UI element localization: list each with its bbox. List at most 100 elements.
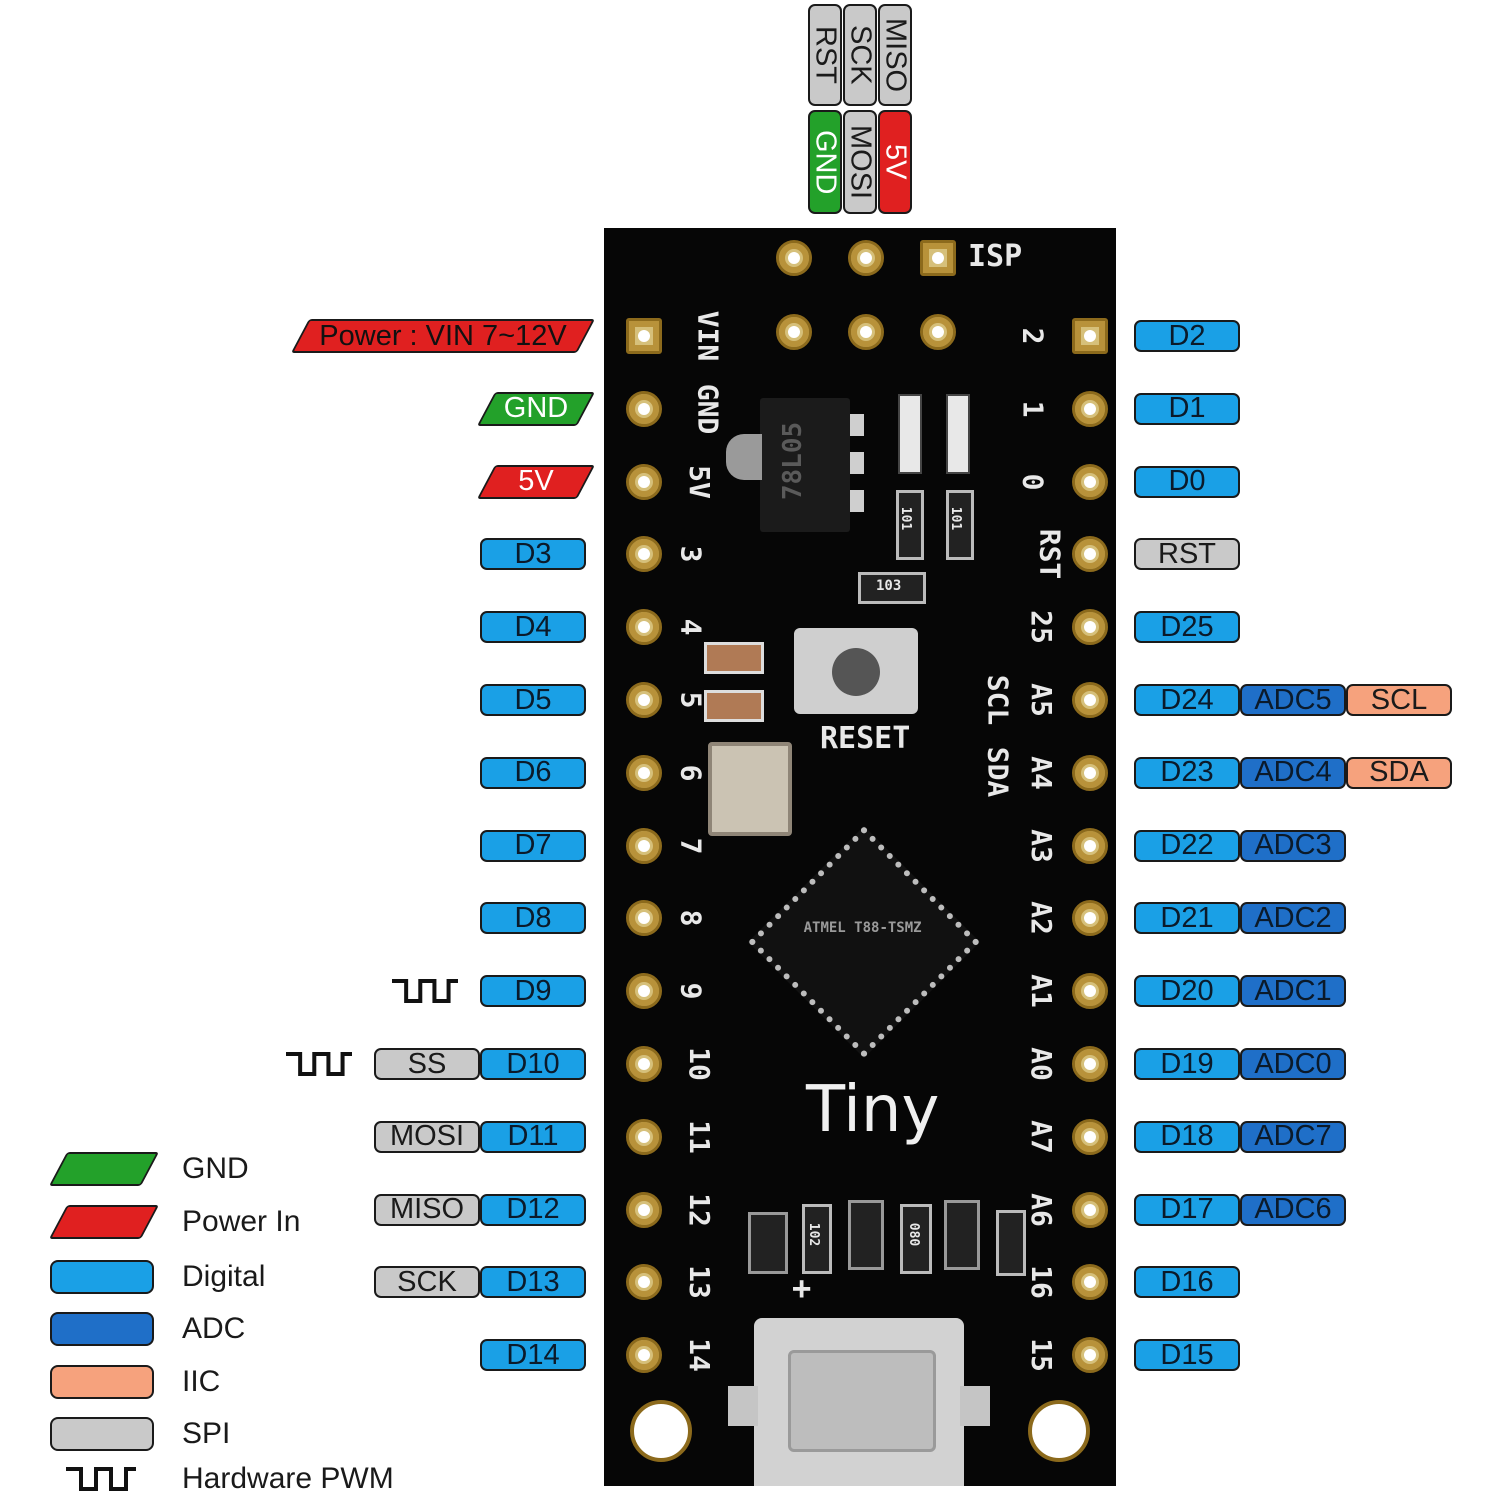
legend-label-adc: ADC [182,1312,246,1345]
board-brand: Tiny [806,1073,940,1147]
pin-label-text: D15 [1160,1338,1214,1371]
regulator-pin [850,452,864,474]
pin-hole-left [626,609,662,646]
usb-opening [788,1350,936,1452]
pin-silk-left: 5 [674,691,708,709]
pin-label-power: Power : VIN 7~12V [300,319,586,353]
capacitor [704,690,764,722]
pin-silk-right: A4 [1024,755,1058,790]
legend-swatch-adc [50,1312,154,1346]
pin-label-text: D9 [514,974,552,1007]
legend-label-iic: IIC [182,1365,221,1398]
legend-label-pwm: Hardware PWM [182,1462,394,1495]
pin-label-text: D18 [1160,1120,1214,1153]
pin-silk-left: 8 [674,909,708,927]
led [946,394,970,474]
crystal [708,742,792,836]
pin-label-text: D6 [514,756,552,789]
plus-silk: + [792,1269,812,1307]
pin-silk-right: RST [1033,529,1067,580]
pin-silk-right: A3 [1024,828,1058,863]
led [898,394,922,474]
pin-label-text: SCL [1370,683,1428,716]
pin-silk-right: A1 [1024,974,1058,1009]
resistor [900,1204,932,1274]
pin-label-text: D7 [514,829,552,862]
legend-label-digital: Digital [182,1260,266,1293]
usb-tab [960,1386,990,1426]
pin-silk-right: 0 [1016,473,1050,491]
pin-label-digital: D2 [1134,320,1240,352]
legend-label-spi: SPI [182,1417,231,1450]
pin-label-iic: SDA [1346,756,1452,789]
pin-silk-right: 15 [1024,1338,1058,1373]
pin-label-digital: D10 [480,1048,586,1080]
pin-silk-right: A6 [1024,1192,1058,1227]
isp-hole [920,240,956,276]
pin-silk-left: GND [691,383,725,435]
reset-button-cap[interactable] [832,648,880,696]
pin-label-text: ADC7 [1254,1120,1332,1153]
pin-label-digital: D0 [1134,465,1240,498]
pin-label-digital: D25 [1134,611,1240,644]
pin-label-text: RST [1158,537,1216,570]
pin-silk-left: 10 [682,1047,716,1081]
legend-swatch-digital [50,1260,154,1294]
pin-label-text: ADC1 [1254,974,1332,1007]
reset-button[interactable] [794,628,918,714]
pin-label-text: D2 [1168,319,1206,352]
capacitor [704,642,764,674]
pin-hole-right [1072,318,1108,354]
pin-label-adc: ADC2 [1240,902,1346,935]
pin-hole-right [1072,1118,1108,1155]
pin-label-adc: ADC4 [1240,756,1346,789]
pin-hole-right [1072,1046,1108,1082]
pin-hole-left [626,827,662,864]
mcu-chip: ATMEL T88-TSMZ [748,826,980,1058]
pin-label-text: D16 [1160,1265,1214,1298]
pin-hole-right [1072,463,1108,500]
resistor-marking: 080 [906,1222,922,1247]
pin-hole-left [626,463,662,500]
pin-label-text: GND [503,392,569,425]
scl-silk-label: SCL [981,674,1015,726]
pin-label-digital: D13 [480,1266,586,1299]
sda-silk-label: SDA [981,746,1015,798]
regulator-pin [850,414,864,436]
pin-hole-left [626,1191,662,1228]
pin-label-digital: D21 [1134,902,1240,935]
pin-label-digital: D24 [1134,684,1240,716]
pin-hole-right [1072,390,1108,427]
pin-label-digital: D17 [1134,1193,1240,1226]
pin-hole-left [626,1337,662,1374]
pin-silk-left: 14 [682,1338,716,1373]
pin-silk-left: 11 [682,1119,716,1154]
pin-silk-right: 1 [1016,400,1050,418]
pin-label-spi: SS [374,1048,480,1080]
pin-label-digital: D3 [480,538,586,571]
pin-label-digital: D5 [480,684,586,716]
pin-hole-right [1072,1337,1108,1374]
pin-label-adc: ADC3 [1240,829,1346,862]
pin-label-digital: D18 [1134,1120,1240,1153]
pin-silk-right: 2 [1016,327,1050,345]
legend-swatch-power [58,1205,150,1239]
pin-silk-right: A5 [1024,683,1058,717]
pin-label-text: D23 [1160,756,1214,789]
pin-label-text: ADC5 [1254,683,1332,716]
isp-hole [920,314,956,350]
isp-label-miso: MISO [878,4,912,106]
pin-hole-left [626,754,662,791]
pin-label-text: MISO [389,1193,465,1226]
pin-hole-right [1072,1264,1108,1301]
pin-label-digital: D4 [480,611,586,644]
pin-label-text: ADC0 [1254,1047,1332,1080]
isp-label-rst: RST [808,4,842,106]
pin-label-digital: D11 [480,1120,586,1153]
pin-label-text: D19 [1160,1047,1214,1080]
pin-label-adc: ADC0 [1240,1048,1346,1080]
pin-label-digital: D6 [480,756,586,789]
micro-usb-port[interactable] [754,1318,964,1486]
legend-swatch-spi [50,1417,154,1451]
pin-label-text: D12 [506,1193,560,1226]
